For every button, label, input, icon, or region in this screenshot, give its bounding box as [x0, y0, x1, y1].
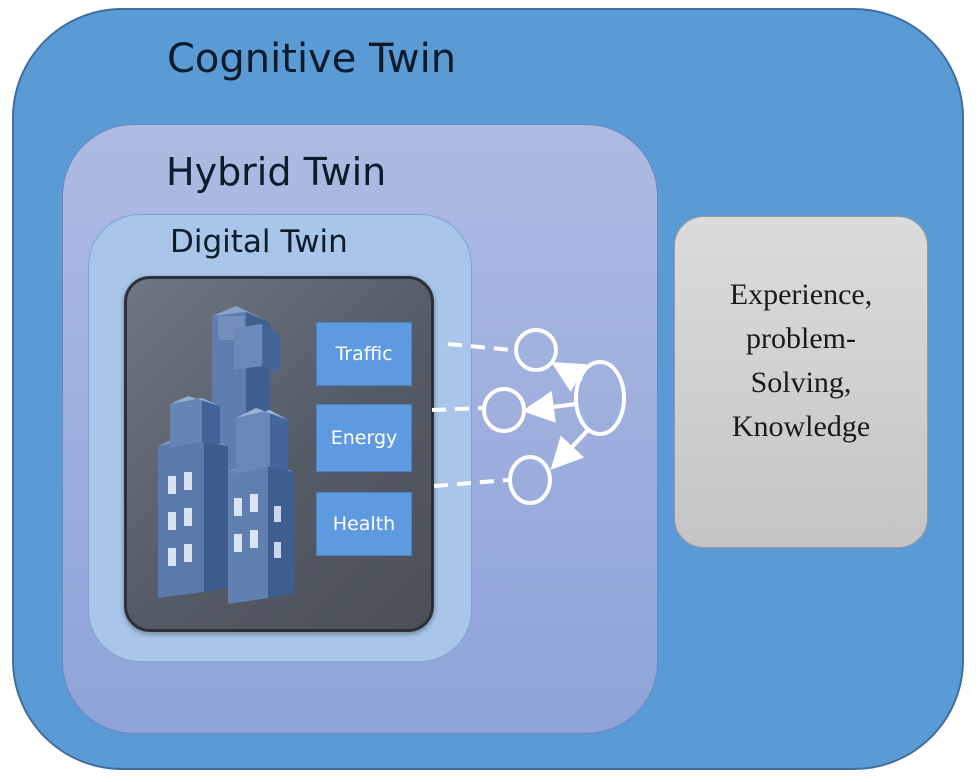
domain-box-traffic: Traffic — [316, 322, 412, 386]
knowledge-line: Knowledge — [731, 410, 871, 443]
domain-box-health: Health — [316, 492, 412, 556]
arrow-to-top-node — [551, 361, 587, 392]
building-front — [228, 408, 294, 604]
neural-network-icon — [431, 328, 626, 505]
dashed-link-health — [433, 478, 509, 488]
knowledge-line: Experience, — [729, 278, 873, 311]
network-node-top — [514, 328, 558, 372]
network-node-middle — [482, 387, 526, 433]
city-buildings-icon — [158, 306, 294, 604]
digital-twin-title: Digital Twin — [170, 224, 348, 260]
arrow-to-bottom-node — [550, 428, 590, 470]
dashed-link-energy — [431, 406, 485, 412]
knowledge-line: Solving, — [750, 366, 852, 399]
knowledge-line: problem- — [746, 322, 856, 355]
domain-box-energy: Energy — [316, 404, 412, 472]
hybrid-twin-title: Hybrid Twin — [166, 150, 387, 194]
dashed-link-traffic — [447, 342, 513, 352]
building-left — [158, 396, 228, 598]
arrow-to-middle-node — [522, 391, 577, 423]
knowledge-text: Experience, problem- Solving, Knowledge — [696, 273, 906, 449]
network-node-bottom — [508, 455, 552, 505]
knowledge-box: Experience, problem- Solving, Knowledge — [674, 216, 928, 548]
network-node-source — [574, 360, 626, 436]
cognitive-twin-title: Cognitive Twin — [167, 36, 457, 82]
